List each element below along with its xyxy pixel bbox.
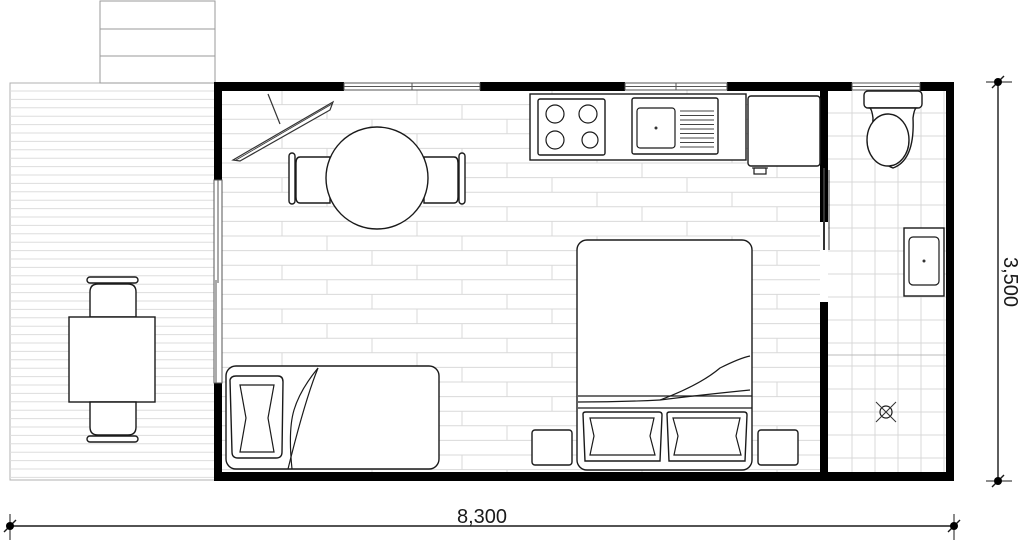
- fridge: [747, 95, 821, 175]
- bedside-table-right: [757, 429, 799, 466]
- window-top-left: [343, 82, 481, 91]
- outdoor-chair-top: [89, 283, 137, 318]
- window-top-right: [624, 82, 728, 91]
- bathroom-basin: [903, 227, 945, 297]
- window-bathroom: [851, 82, 921, 91]
- dimension-height: 3,500: [986, 75, 1021, 488]
- kitchen-counter: [529, 93, 747, 161]
- bed-pillows: [582, 411, 748, 462]
- bathroom-door: [821, 168, 830, 302]
- outdoor-chair-bottom: [89, 401, 137, 436]
- dimension-width-label: 8,300: [457, 506, 507, 528]
- dining-chair-left: [295, 156, 331, 204]
- dimension-height-label: 3,500: [999, 257, 1021, 307]
- bedside-table-left: [531, 429, 573, 466]
- entrance-sliding-door: [213, 179, 223, 384]
- double-bed: [576, 239, 753, 471]
- outdoor-table: [68, 316, 156, 403]
- dining-set: [288, 126, 466, 230]
- open-window-sash: [231, 93, 335, 162]
- dining-table: [325, 126, 429, 230]
- dining-chair-right: [423, 156, 459, 204]
- sofa-bed: [225, 365, 440, 470]
- outdoor-dining-set: [68, 276, 156, 443]
- partition-wall: [820, 82, 828, 481]
- cooktop: [537, 98, 606, 156]
- entry-steps: [99, 0, 216, 84]
- dimension-width: 8,300: [3, 506, 961, 540]
- shower-drain-icon: [875, 401, 897, 423]
- kitchen-sink: [631, 97, 719, 155]
- exterior-walls: [214, 82, 954, 481]
- toilet: [863, 90, 923, 169]
